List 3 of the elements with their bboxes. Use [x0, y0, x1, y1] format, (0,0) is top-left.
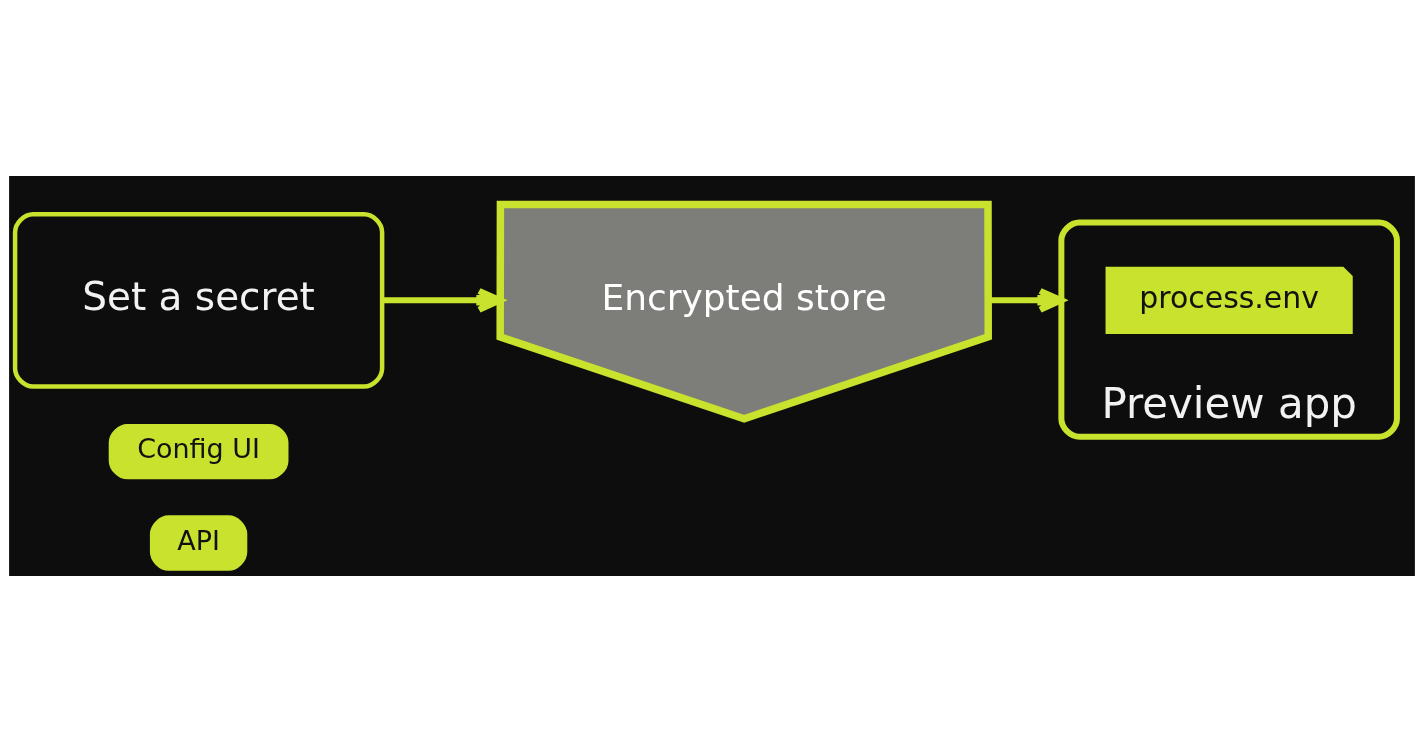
node-box: Set a secret: [12, 211, 385, 389]
node-box: API: [149, 515, 248, 571]
node-box: Config UI: [108, 423, 289, 480]
